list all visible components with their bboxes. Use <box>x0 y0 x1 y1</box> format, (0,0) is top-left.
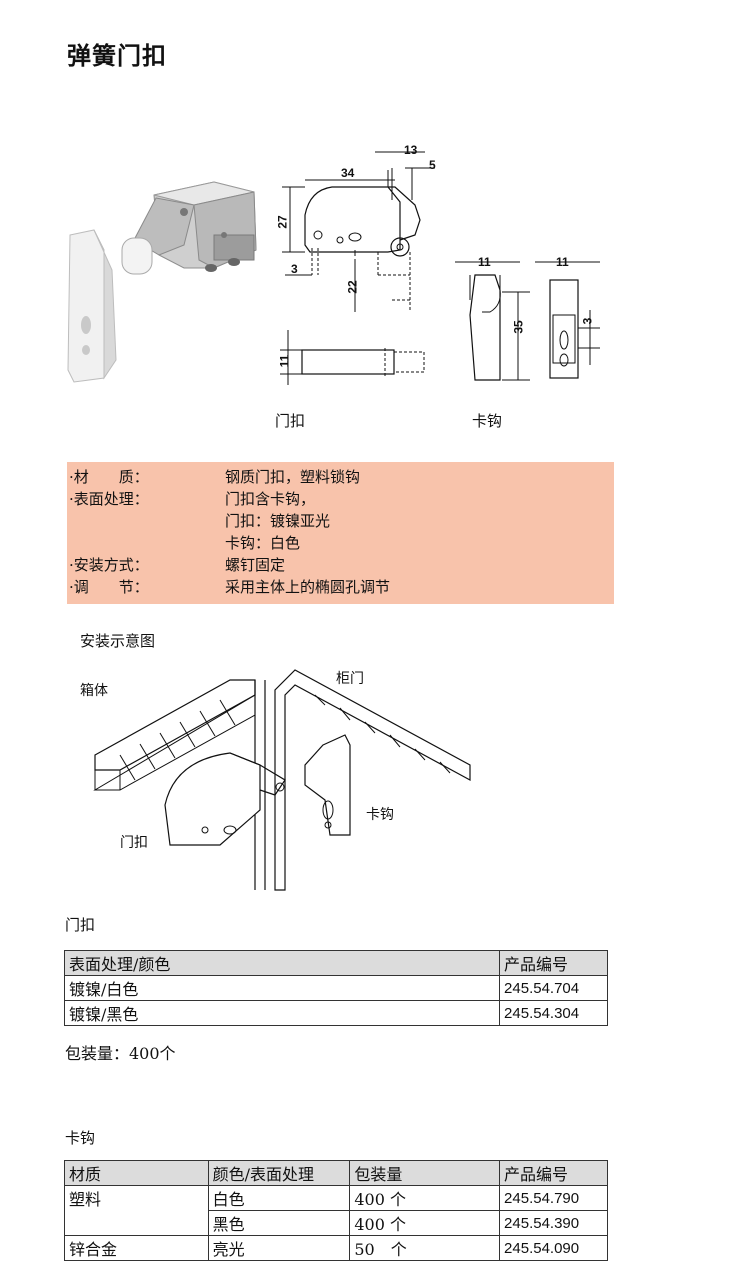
technical-drawing <box>280 151 600 385</box>
dim-11-front: 11 <box>556 255 569 269</box>
cell-code: 245.54.304 <box>499 1000 608 1026</box>
dim-35: 35 <box>511 320 526 334</box>
cell-code: 245.54.704 <box>499 975 608 1001</box>
spec-box: ·材 质： 钢质门扣，塑料锁钩 ·表面处理： 门扣含卡钩， 门扣：镀镍亚光 卡钩… <box>67 462 614 604</box>
col-header: 材质 <box>64 1160 209 1186</box>
spec-label: ·调 节： <box>69 578 149 596</box>
table2-heading: 卡钩 <box>65 1129 96 1147</box>
dim-5: 5 <box>429 158 436 172</box>
dim-13: 13 <box>404 143 418 157</box>
col-header: 产品编号 <box>499 1160 608 1186</box>
cell-code: 245.54.390 <box>499 1210 608 1236</box>
table-header-row: 表面处理/颜色 产品编号 <box>63 950 608 976</box>
cell-finish: 镀镍/白色 <box>63 975 501 1001</box>
cell-pack: 50 个 <box>349 1235 501 1261</box>
packing-quantity: 包装量：400个 <box>65 1044 176 1063</box>
dim-3: 3 <box>291 262 298 276</box>
spec-value: 钢质门扣，塑料锁钩 <box>225 468 361 486</box>
latch-table: 表面处理/颜色 产品编号 镀镍/白色 245.54.704 镀镍/黑色 245.… <box>63 950 608 1026</box>
caption-catch: 卡钩 <box>472 412 503 430</box>
table1-heading: 门扣 <box>65 916 96 934</box>
spec-label: ·材 质： <box>69 468 149 486</box>
dim-11-side: 11 <box>478 255 491 269</box>
table-header-row: 材质 颜色/表面处理 包装量 产品编号 <box>64 1160 608 1186</box>
spec-value: 门扣含卡钩， <box>225 490 316 508</box>
cell-color: 黑色 <box>207 1210 351 1236</box>
install-diagram <box>93 669 471 891</box>
label-cabinet: 箱体 <box>80 683 108 699</box>
table-row: 锌合金 亮光 50 个 245.54.090 <box>64 1235 608 1261</box>
dim-22: 22 <box>345 280 360 294</box>
col-header: 颜色/表面处理 <box>207 1160 351 1186</box>
cell-material <box>64 1210 209 1236</box>
col-header: 产品编号 <box>499 950 608 976</box>
cell-material: 锌合金 <box>64 1235 209 1261</box>
table-row: 塑料 白色 400 个 245.54.790 <box>64 1185 608 1211</box>
install-heading: 安装示意图 <box>80 632 156 650</box>
spec-value: 螺钉固定 <box>225 556 286 574</box>
col-header: 表面处理/颜色 <box>63 950 501 976</box>
label-latch: 门扣 <box>120 835 148 851</box>
spec-value: 门扣：镀镍亚光 <box>225 512 331 530</box>
table-row: 镀镍/白色 245.54.704 <box>63 975 608 1001</box>
spec-value: 卡钩：白色 <box>225 534 301 552</box>
catch-table: 材质 颜色/表面处理 包装量 产品编号 塑料 白色 400 个 245.54.7… <box>64 1160 608 1261</box>
spec-value: 采用主体上的椭圆孔调节 <box>225 578 391 596</box>
spec-label: ·表面处理： <box>69 490 149 508</box>
table-row: 黑色 400 个 245.54.390 <box>64 1210 608 1236</box>
cell-pack: 400 个 <box>349 1210 501 1236</box>
dim-11-top: 11 <box>277 354 292 368</box>
table-row: 镀镍/黑色 245.54.304 <box>63 1000 608 1026</box>
cell-pack: 400 个 <box>349 1185 501 1211</box>
label-catch: 卡钩 <box>366 807 394 823</box>
product-photo <box>67 181 257 383</box>
page-title: 弹簧门扣 <box>67 42 167 70</box>
dim-34: 34 <box>341 166 355 180</box>
spec-label: ·安装方式： <box>69 556 149 574</box>
dim-27: 27 <box>275 215 290 229</box>
cell-color: 白色 <box>207 1185 351 1211</box>
cell-material: 塑料 <box>64 1185 209 1211</box>
dim-3-hole: 3 <box>580 317 595 325</box>
col-header: 包装量 <box>349 1160 501 1186</box>
cell-code: 245.54.790 <box>499 1185 608 1211</box>
caption-latch: 门扣 <box>275 412 306 430</box>
cell-code: 245.54.090 <box>499 1235 608 1261</box>
cell-color: 亮光 <box>207 1235 351 1261</box>
label-door: 柜门 <box>336 671 364 687</box>
cell-finish: 镀镍/黑色 <box>63 1000 501 1026</box>
